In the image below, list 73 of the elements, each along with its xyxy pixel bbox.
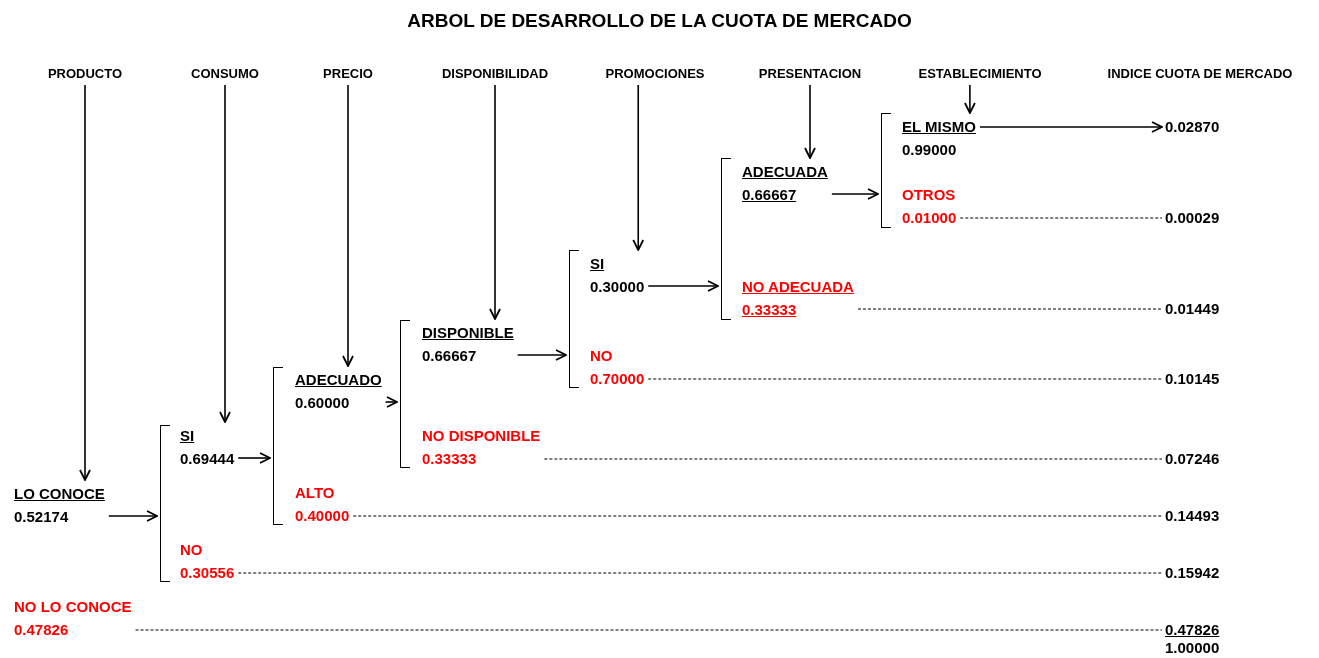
bracket-line: [569, 250, 579, 388]
bracket-line: [400, 320, 410, 468]
probability-value: 0.99000: [902, 140, 957, 160]
dotted-line: [857, 308, 1163, 310]
probability-value: 0.47826: [14, 620, 69, 640]
arrow: [516, 349, 567, 361]
option-label: ADECUADA: [742, 162, 828, 182]
column-header: PRODUCTO: [47, 66, 123, 82]
result-value: 0.02870: [1165, 118, 1220, 136]
probability-value: 0.60000: [295, 393, 350, 413]
arrow: [237, 452, 271, 464]
diagram-title: ARBOL DE DESARROLLO DE LA CUOTA DE MERCADO: [406, 10, 913, 32]
result-value: 0.47826: [1165, 621, 1220, 639]
arrow: [384, 396, 398, 408]
result-value: 0.07246: [1165, 450, 1220, 468]
option-label: SI: [590, 254, 605, 274]
column-header: PRESENTACION: [758, 66, 862, 82]
option-label: ALTO: [295, 483, 335, 503]
dotted-line: [135, 629, 1163, 631]
dotted-line: [237, 572, 1163, 574]
option-label: NO DISPONIBLE: [422, 426, 541, 446]
column-header: PRECIO: [323, 66, 373, 82]
option-label: EL MISMO: [902, 117, 976, 137]
result-value: 0.15942: [1165, 564, 1220, 582]
probability-value: 0.69444: [180, 449, 235, 469]
probability-value: 0.40000: [295, 506, 350, 526]
option-label: OTROS: [902, 185, 956, 205]
column-header: PROMOCIONES: [605, 66, 705, 82]
probability-value: 0.66667: [422, 346, 477, 366]
option-label: NO: [590, 346, 613, 366]
arrow: [108, 510, 158, 522]
result-value: 0.00029: [1165, 209, 1220, 227]
probability-value: 0.70000: [590, 369, 645, 389]
total-value: 1.00000: [1165, 640, 1220, 656]
bracket-line: [273, 367, 283, 525]
arrow: [342, 84, 354, 367]
arrow: [979, 121, 1163, 133]
arrow: [804, 84, 816, 159]
arrow: [831, 188, 879, 200]
arrow: [79, 84, 91, 481]
probability-value: 0.66667: [742, 185, 797, 205]
result-value: 0.14493: [1165, 507, 1220, 525]
probability-value: 0.52174: [14, 507, 69, 527]
column-header: DISPONIBILIDAD: [441, 66, 549, 82]
probability-value: 0.33333: [742, 300, 797, 320]
bracket-line: [721, 158, 731, 320]
arrow: [647, 280, 719, 292]
column-header: CONSUMO: [191, 66, 259, 82]
arrow: [489, 84, 501, 320]
column-header: ESTABLECIMIENTO: [918, 66, 1042, 82]
option-label: NO: [180, 540, 203, 560]
bracket-line: [160, 425, 170, 582]
result-value: 0.01449: [1165, 300, 1220, 318]
option-label: SI: [180, 426, 195, 446]
probability-value: 0.30000: [590, 277, 645, 297]
dotted-line: [543, 458, 1163, 460]
probability-value: 0.33333: [422, 449, 477, 469]
dotted-line: [647, 378, 1163, 380]
arrow: [964, 84, 976, 114]
result-value: 0.10145: [1165, 370, 1220, 388]
column-header: INDICE CUOTA DE MERCADO: [1107, 66, 1293, 82]
bracket-line: [881, 113, 891, 228]
option-label: DISPONIBLE: [422, 323, 514, 343]
dotted-line: [352, 515, 1163, 517]
option-label: NO LO CONOCE: [14, 597, 132, 617]
arrow: [219, 84, 231, 423]
arrow: [632, 84, 645, 251]
probability-value: 0.30556: [180, 563, 235, 583]
probability-value: 0.01000: [902, 208, 957, 228]
option-label: ADECUADO: [295, 370, 382, 390]
option-label: NO ADECUADA: [742, 277, 854, 297]
option-label: LO CONOCE: [14, 484, 105, 504]
dotted-line: [959, 217, 1163, 219]
